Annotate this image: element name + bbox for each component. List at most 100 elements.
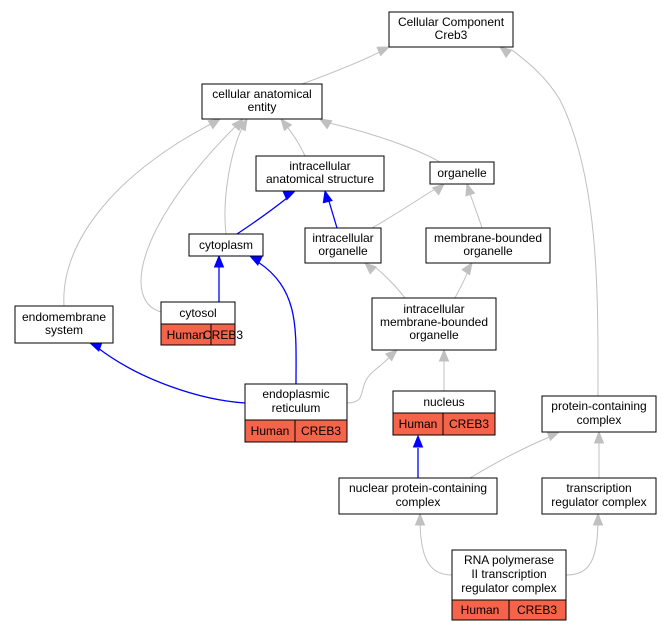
- node-intracellular-anatomical-structure[interactable]: intracellular anatomical structure: [255, 155, 385, 192]
- edge-line: [236, 197, 288, 235]
- node-cytoplasm[interactable]: cytoplasm: [188, 233, 264, 257]
- edge-arrowhead: [364, 262, 378, 275]
- edge-rnap-to-npcc: [414, 512, 453, 576]
- annotation-gene: CREB3: [517, 603, 557, 617]
- node-label-line: regulator complex: [551, 495, 646, 509]
- annotation-species: Human: [167, 328, 206, 342]
- edge-ias-to-cytoplasm: [236, 190, 297, 235]
- node-nucleus[interactable]: nucleus Human CREB3: [392, 390, 496, 436]
- node-label-line: Cellular Component: [398, 15, 505, 29]
- edges-layer: [63, 46, 605, 576]
- edge-cae-to-root: [301, 46, 391, 85]
- annotation-gene-cell: [508, 599, 567, 621]
- annotation-gene-cell: [210, 323, 236, 346]
- node-cellular-anatomical-entity[interactable]: cellular anatomical entity: [201, 83, 323, 120]
- node-label-line: regulator complex: [461, 581, 556, 595]
- edge-line: [511, 49, 599, 397]
- annotation-gene: CREB3: [203, 328, 243, 342]
- edge-arrowhead: [412, 434, 424, 448]
- node-label-line: cellular anatomical: [212, 87, 311, 101]
- node-transcription-regulator-complex[interactable]: transcription regulator complex: [541, 477, 657, 515]
- node-endomembrane-system[interactable]: endomembrane system: [14, 305, 114, 344]
- node-label-line: II transcription: [471, 567, 546, 581]
- node-protein-containing-complex[interactable]: protein-containing complex: [541, 395, 657, 433]
- edge-arrowhead: [318, 118, 333, 130]
- edge-imbo-to-mbo: [454, 261, 473, 299]
- edge-line: [257, 261, 297, 385]
- edge-npcc-to-pcc: [469, 431, 561, 479]
- node-label-line: endoplasmic: [262, 387, 329, 401]
- node-cytosol[interactable]: cytosol Human CREB3: [160, 301, 243, 346]
- annotation-gene: CREB3: [449, 417, 489, 431]
- node-organelle[interactable]: organelle: [429, 161, 495, 185]
- node-intracellular-organelle[interactable]: intracellular organelle: [304, 227, 382, 264]
- node-label-line: anatomical structure: [266, 172, 374, 186]
- node-label-line: cytosol: [179, 306, 216, 320]
- node-label-line: endomembrane: [22, 310, 106, 324]
- node-nuclear-protein-containing-complex[interactable]: nuclear protein-containing complex: [338, 477, 498, 515]
- edge-arrowhead: [465, 182, 476, 197]
- edge-pcc-to-root: [498, 46, 599, 397]
- node-label-line: organelle: [463, 244, 513, 258]
- node-label-line: nuclear protein-containing: [349, 481, 487, 495]
- node-membrane-bounded-organelle[interactable]: membrane-bounded organelle: [425, 227, 551, 264]
- edge-line: [327, 197, 338, 229]
- edge-cytoplasm-to-cytosol: [213, 254, 225, 303]
- edge-nucleus-to-npcc: [412, 434, 424, 478]
- edge-line: [371, 185, 441, 229]
- annotation-species: Human: [399, 417, 438, 431]
- edge-arrowhead: [282, 190, 297, 201]
- edge-arrowhead: [414, 512, 426, 526]
- edge-trc-to-pcc: [593, 430, 605, 478]
- edge-line: [140, 121, 241, 313]
- node-intracellular-membrane-bounded-organelle[interactable]: intracellular membrane-bounded organelle: [371, 297, 497, 351]
- edge-arrowhead: [280, 117, 293, 132]
- edge-cytoplasm-to-cae: [224, 117, 248, 235]
- edge-ias-to-cae: [280, 117, 306, 157]
- edge-arrowhead: [322, 189, 333, 204]
- node-label-line: nucleus: [423, 395, 464, 409]
- node-label-line: membrane-bounded: [434, 231, 542, 245]
- node-label-line: transcription: [566, 481, 631, 495]
- edge-arrowhead: [498, 46, 513, 59]
- node-label-line: cytoplasm: [199, 238, 253, 252]
- edge-organelle-to-cae: [318, 118, 441, 163]
- node-label-line: intracellular: [312, 231, 373, 245]
- node-label-line: organelle: [318, 244, 368, 258]
- edge-line: [469, 435, 553, 479]
- edge-cytosol-to-cae: [140, 118, 244, 313]
- edge-imbo-to-io: [364, 262, 406, 299]
- node-label-line: organelle: [409, 328, 459, 342]
- edge-endo-to-cae: [63, 118, 222, 307]
- edge-arrowhead: [461, 261, 473, 276]
- node-label-line: RNA polymerase: [464, 553, 554, 567]
- node-label-line: complex: [396, 495, 441, 509]
- edge-line: [224, 121, 246, 235]
- edge-line: [97, 347, 246, 404]
- edge-mbo-to-organelle: [465, 182, 483, 229]
- edge-rnap-to-trc: [565, 512, 604, 576]
- edge-arrowhead: [384, 349, 398, 362]
- node-rna-polymerase-ii-transcription-regulator-complex[interactable]: RNA polymerase II transcription regulato…: [451, 549, 567, 621]
- edge-line: [301, 46, 390, 85]
- node-label-line: protein-containing: [551, 399, 646, 413]
- node-cellular-component-creb3[interactable]: Cellular Component Creb3: [388, 11, 514, 48]
- edge-nucleus-to-imbo: [438, 348, 450, 391]
- node-label-line: complex: [577, 413, 622, 427]
- annotation-species: Human: [461, 603, 500, 617]
- edge-er-to-imbo: [346, 349, 398, 404]
- edge-endo-to-er: [88, 342, 246, 404]
- node-endoplasmic-reticulum[interactable]: endoplasmic reticulum Human CREB3: [244, 383, 348, 443]
- edge-arrowhead: [236, 117, 248, 132]
- edge-io-to-organelle: [371, 183, 445, 229]
- edge-cytoplasm-to-er: [248, 255, 297, 385]
- edge-ias-to-io: [322, 189, 338, 229]
- node-label-line: intracellular: [403, 302, 464, 316]
- node-label-line: system: [45, 323, 83, 337]
- annotation-gene-cell: [442, 412, 496, 436]
- annotation-species: Human: [251, 424, 290, 438]
- edge-line: [371, 264, 406, 299]
- node-label-line: reticulum: [272, 401, 321, 415]
